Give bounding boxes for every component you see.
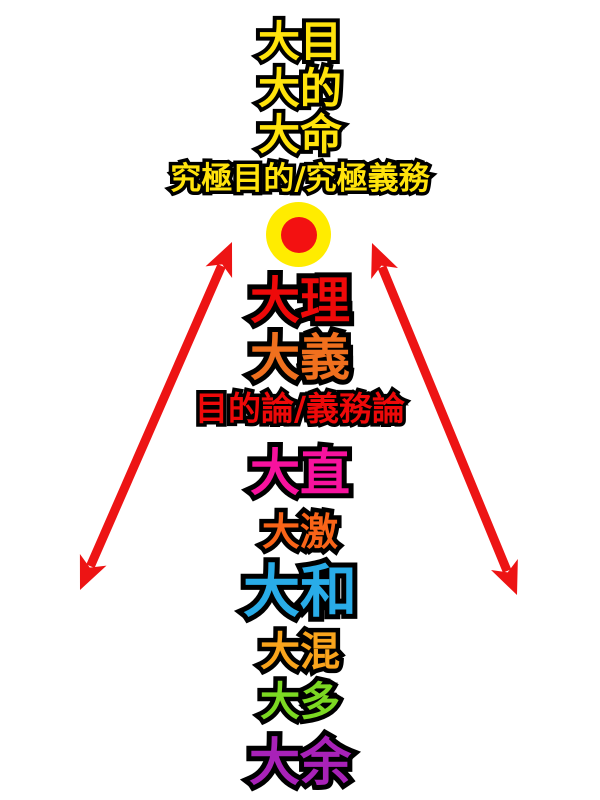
term-daikon: 大混 — [0, 632, 600, 672]
term-daita: 大多 — [0, 682, 600, 722]
term-ultimate-purpose-duty: 究極目的/究極義務 — [0, 164, 600, 196]
term-daigi: 大義 — [0, 333, 600, 383]
term-daiyo: 大余 — [0, 738, 600, 789]
term-dairi: 大理 — [0, 276, 600, 326]
term-daiwa: 大和 — [0, 564, 600, 622]
term-daiteki: 大的 — [0, 68, 600, 111]
term-daigeki: 大激 — [0, 513, 600, 551]
term-daichoku: 大直 — [0, 448, 600, 498]
term-teleology-deontology: 目的論/義務論 — [0, 392, 600, 425]
sun-target-core — [280, 216, 317, 253]
term-daimoku: 大目 — [0, 21, 600, 64]
sun-target-icon — [266, 202, 331, 267]
term-daimei: 大命 — [0, 114, 600, 157]
